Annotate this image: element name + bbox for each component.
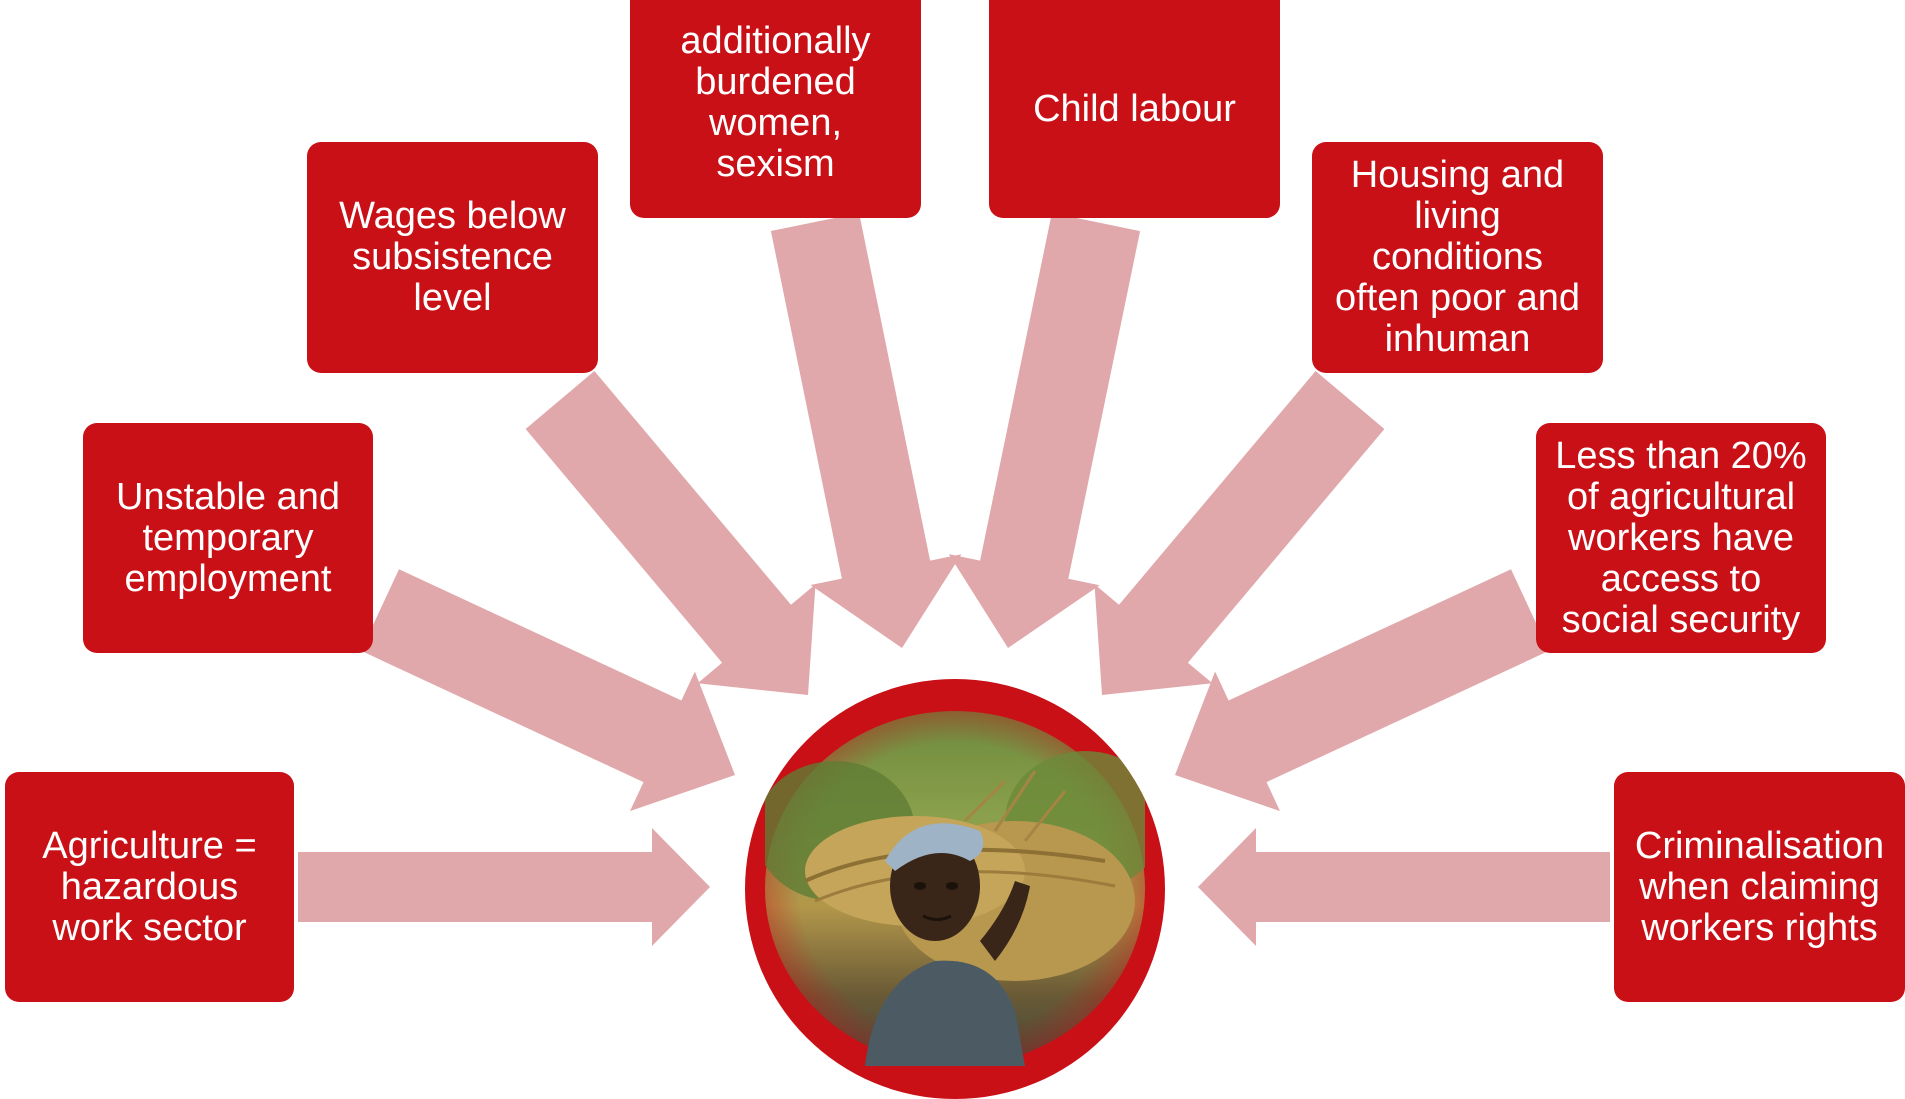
issue-label: Housing and living conditions often poor… (1334, 154, 1581, 360)
issue-box-criminalisation: Criminalisation when claiming workers ri… (1614, 772, 1905, 1002)
issue-label: Wages below subsistence level (339, 195, 566, 319)
issue-label: Criminalisation when claiming workers ri… (1634, 824, 1885, 949)
arrow-housing (1094, 371, 1385, 695)
issue-box-burdened-women: additionally burdened women, sexism (630, 0, 921, 218)
issue-box-low-wages: Wages below subsistence level (307, 142, 598, 373)
issue-box-child-labour: Child labour (989, 0, 1280, 218)
arrow-social-security (1175, 569, 1549, 812)
issue-box-unstable-employment: Unstable and temporary employment (83, 423, 373, 653)
issue-label: Unstable and temporary employment (116, 475, 340, 600)
issue-label: Child labour (1033, 87, 1236, 130)
issue-box-social-security: Less than 20% of agricultural workers ha… (1536, 423, 1826, 653)
arrow-criminalisation (1198, 828, 1610, 946)
arrow-hazardous-sector (298, 828, 710, 946)
arrow-low-wages (525, 371, 816, 695)
woman-harvest-image (765, 751, 1145, 1066)
arrow-burdened-women (770, 213, 962, 648)
issue-label: Less than 20% of agricultural workers ha… (1555, 434, 1807, 641)
center-photo (765, 711, 1145, 1066)
issue-box-housing: Housing and living conditions often poor… (1312, 142, 1603, 373)
issue-label: additionally burdened women, sexism (680, 20, 871, 185)
issue-box-hazardous-sector: Agriculture = hazardous work sector (5, 772, 294, 1002)
center-circle (745, 679, 1165, 1099)
arrow-child-labour (948, 212, 1141, 648)
arrow-unstable-employment (361, 569, 735, 812)
issue-label: Agriculture = hazardous work sector (42, 824, 257, 949)
